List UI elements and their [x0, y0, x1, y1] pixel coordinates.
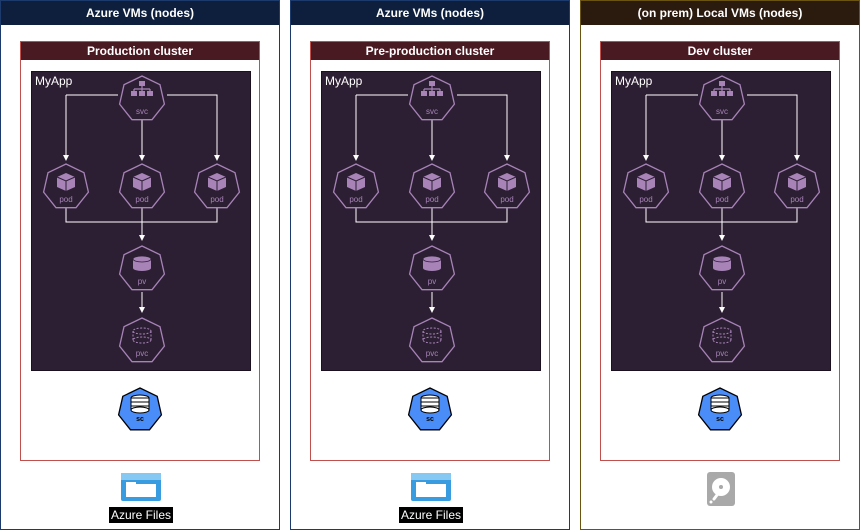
app-namespace: MyApp svc pod pod pod	[321, 71, 541, 371]
pod-label: pod	[135, 195, 149, 204]
pod-icon	[408, 163, 456, 209]
cluster-title: Dev cluster	[601, 42, 839, 60]
pod-label: pod	[715, 195, 729, 204]
pod-node: pod	[621, 162, 671, 212]
svc-node: svc	[407, 74, 457, 124]
svc-label: svc	[716, 107, 728, 116]
pv-label: pv	[427, 277, 437, 286]
pod-label: pod	[790, 195, 804, 204]
storage-label: Azure Files	[398, 507, 464, 523]
svc-node: svc	[117, 74, 167, 124]
pod-node: pod	[482, 162, 532, 212]
pod-icon	[622, 163, 670, 209]
pvc-icon	[408, 317, 456, 363]
pod-label: pod	[210, 195, 224, 204]
pv-icon	[408, 245, 456, 291]
pod-node: pod	[407, 162, 457, 212]
sc-label: sc	[426, 416, 434, 423]
pv-label: pv	[717, 277, 727, 286]
pv-node: pv	[407, 244, 457, 294]
pod-icon	[42, 163, 90, 209]
pvc-icon	[118, 317, 166, 363]
pv-node: pv	[697, 244, 747, 294]
node-group-title: (on prem) Local VMs (nodes)	[581, 1, 859, 25]
pod-icon	[332, 163, 380, 209]
connector-lines	[353, 94, 510, 313]
pvc-node: pvc	[117, 316, 167, 366]
pvc-label: pvc	[715, 349, 729, 358]
storage-label: Azure Files	[108, 507, 174, 523]
svc-icon	[408, 75, 456, 121]
connector-lines	[643, 94, 800, 313]
pvc-label: pvc	[425, 349, 439, 358]
svc-icon	[118, 75, 166, 121]
pvc-label: pvc	[135, 349, 149, 358]
storage-class-node: sc	[696, 386, 744, 434]
sc-icon	[697, 387, 743, 431]
cluster-title: Pre-production cluster	[311, 42, 549, 60]
svc-icon	[698, 75, 746, 121]
pvc-icon	[698, 317, 746, 363]
sc-label: sc	[136, 416, 144, 423]
svc-label: svc	[136, 107, 148, 116]
pod-icon	[773, 163, 821, 209]
pvc-node: pvc	[697, 316, 747, 366]
hard-disk-icon	[700, 471, 742, 506]
pod-label: pod	[425, 195, 439, 204]
storage-class-node: sc	[406, 386, 454, 434]
pod-node: pod	[192, 162, 242, 212]
pv-label: pv	[137, 277, 147, 286]
app-namespace: MyApp svc pod pod pod	[611, 71, 831, 371]
cluster-title: Production cluster	[21, 42, 259, 60]
app-label: MyApp	[615, 74, 653, 88]
app-namespace: MyApp svc pod pod pod	[31, 71, 251, 371]
connector-lines	[63, 94, 220, 313]
pod-icon	[483, 163, 531, 209]
sc-icon	[407, 387, 453, 431]
pod-node: pod	[697, 162, 747, 212]
pod-label: pod	[639, 195, 653, 204]
svc-label: svc	[426, 107, 438, 116]
pod-label: pod	[349, 195, 363, 204]
pod-label: pod	[59, 195, 73, 204]
pvc-node: pvc	[407, 316, 457, 366]
pod-node: pod	[772, 162, 822, 212]
azure-files-icon	[120, 471, 162, 503]
pod-icon	[698, 163, 746, 209]
svc-node: svc	[697, 74, 747, 124]
pod-icon	[118, 163, 166, 209]
app-label: MyApp	[325, 74, 363, 88]
pod-node: pod	[41, 162, 91, 212]
node-group-title: Azure VMs (nodes)	[1, 1, 279, 25]
node-group-title: Azure VMs (nodes)	[291, 1, 569, 25]
sc-label: sc	[716, 416, 724, 423]
pod-icon	[193, 163, 241, 209]
app-label: MyApp	[35, 74, 73, 88]
pod-node: pod	[117, 162, 167, 212]
sc-icon	[117, 387, 163, 431]
pv-node: pv	[117, 244, 167, 294]
pod-node: pod	[331, 162, 381, 212]
pv-icon	[118, 245, 166, 291]
pv-icon	[698, 245, 746, 291]
storage-class-node: sc	[116, 386, 164, 434]
azure-files-icon	[410, 471, 452, 503]
pod-label: pod	[500, 195, 514, 204]
